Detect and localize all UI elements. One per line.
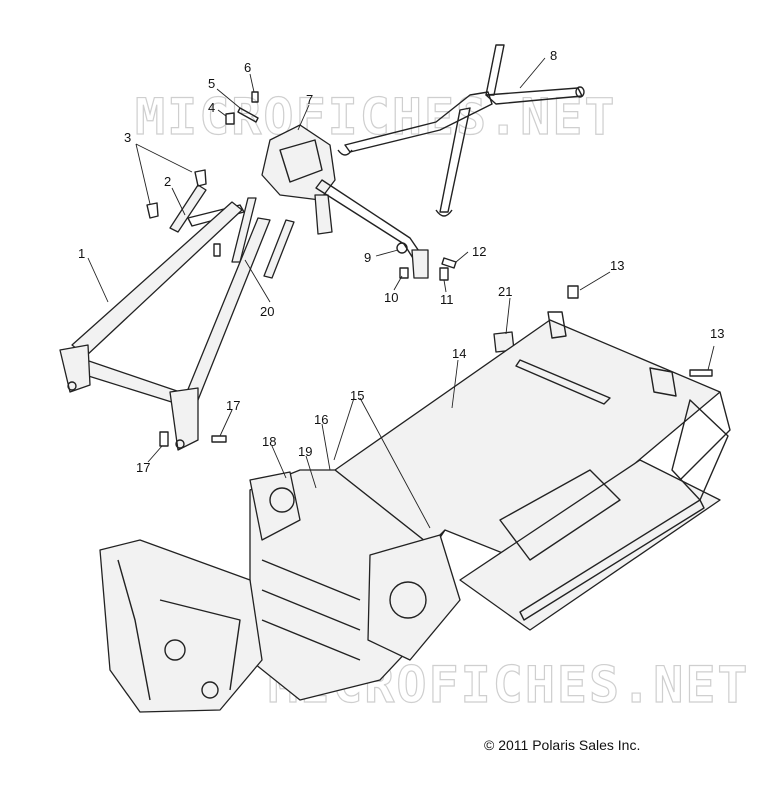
callout-13-top: 13 (610, 258, 624, 273)
callout-10: 10 (384, 290, 398, 305)
callout-11: 11 (440, 292, 454, 307)
callout-13-right: 13 (710, 326, 724, 341)
hardware (146, 91, 713, 447)
callout-5: 5 (208, 76, 215, 91)
callout-14: 14 (452, 346, 466, 361)
callout-3: 3 (124, 130, 131, 145)
callout-20: 20 (260, 304, 274, 319)
link-rods (169, 184, 295, 279)
upper-y-brace (337, 44, 585, 217)
chassis-bulkhead (99, 469, 461, 713)
copyright-notice: © 2011 Polaris Sales Inc. (484, 737, 641, 753)
callout-15: 15 (350, 388, 364, 403)
callout-7: 7 (306, 92, 313, 107)
callout-18: 18 (262, 434, 276, 449)
watermark-top: MICROFICHES.NET (135, 88, 617, 146)
callout-6: 6 (244, 60, 251, 75)
steering-bracket (261, 124, 429, 279)
callouts: 1 2 3 4 5 6 7 8 9 10 11 12 13 13 14 15 1… (78, 48, 724, 475)
callout-1: 1 (78, 246, 85, 261)
callout-8: 8 (550, 48, 557, 63)
callout-17-upper: 17 (226, 398, 240, 413)
callout-2: 2 (164, 174, 171, 189)
callout-17-lower: 17 (136, 460, 150, 475)
callout-21: 21 (498, 284, 512, 299)
callout-12: 12 (472, 244, 486, 259)
front-a-frame (59, 201, 271, 451)
leader-lines (87, 57, 715, 529)
callout-16: 16 (314, 412, 328, 427)
callout-4: 4 (208, 100, 215, 115)
callout-19: 19 (298, 444, 312, 459)
callout-9: 9 (364, 250, 371, 265)
